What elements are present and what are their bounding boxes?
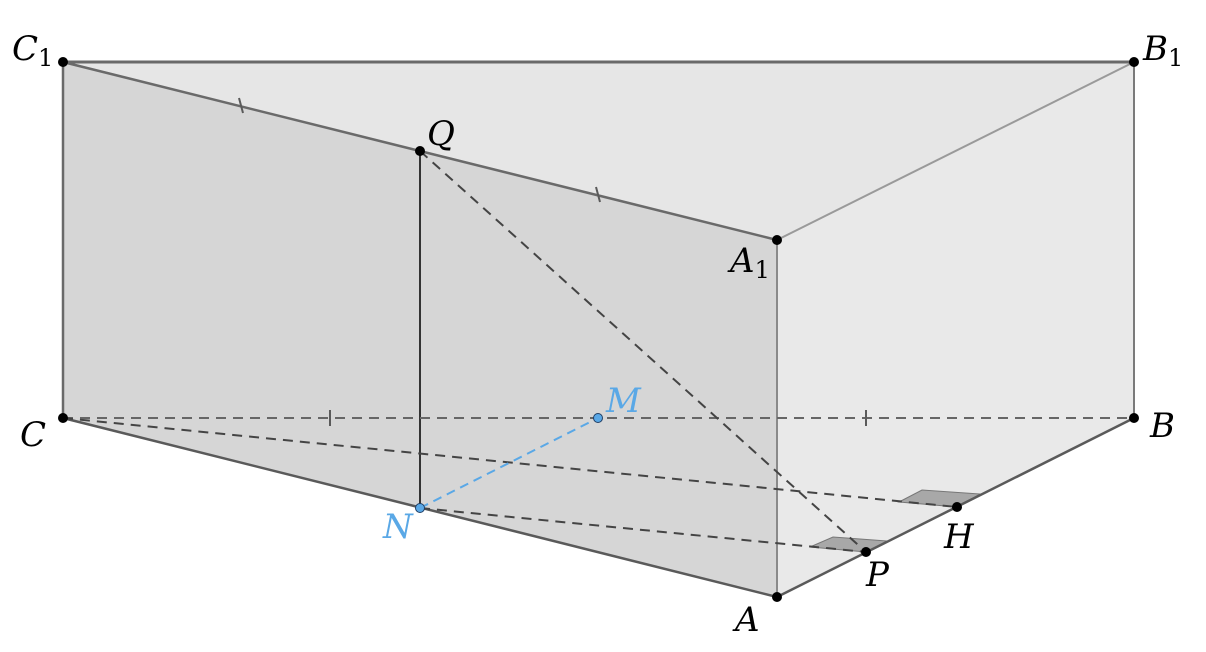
label-c1: C1 xyxy=(12,29,53,72)
point-m xyxy=(593,413,603,423)
label-c: C xyxy=(20,415,46,455)
point-b xyxy=(1129,413,1139,423)
point-h xyxy=(952,502,962,512)
label-b: B xyxy=(1149,406,1175,446)
label-q: Q xyxy=(427,114,455,154)
label-a: A xyxy=(732,600,760,640)
label-h: H xyxy=(943,517,975,557)
point-a xyxy=(772,592,782,602)
segment-n-p xyxy=(419,507,867,553)
point-q xyxy=(415,146,425,156)
point-n xyxy=(415,503,425,513)
label-p: P xyxy=(865,555,890,595)
tick-c1-q xyxy=(238,97,244,114)
label-m: M xyxy=(605,381,642,421)
label-n: N xyxy=(382,507,414,547)
point-b1 xyxy=(1129,57,1139,67)
segment-n-m xyxy=(419,417,599,509)
tick-q-a1 xyxy=(595,186,601,203)
point-p xyxy=(861,547,871,557)
point-a1 xyxy=(772,235,782,245)
point-c1 xyxy=(58,57,68,67)
point-c xyxy=(58,413,68,423)
edge-a1-b1 xyxy=(776,61,1135,241)
segment-c-h xyxy=(62,417,958,508)
segment-q-p xyxy=(419,150,867,553)
label-b1: B1 xyxy=(1142,29,1183,72)
label-a1: A1 xyxy=(727,241,770,284)
